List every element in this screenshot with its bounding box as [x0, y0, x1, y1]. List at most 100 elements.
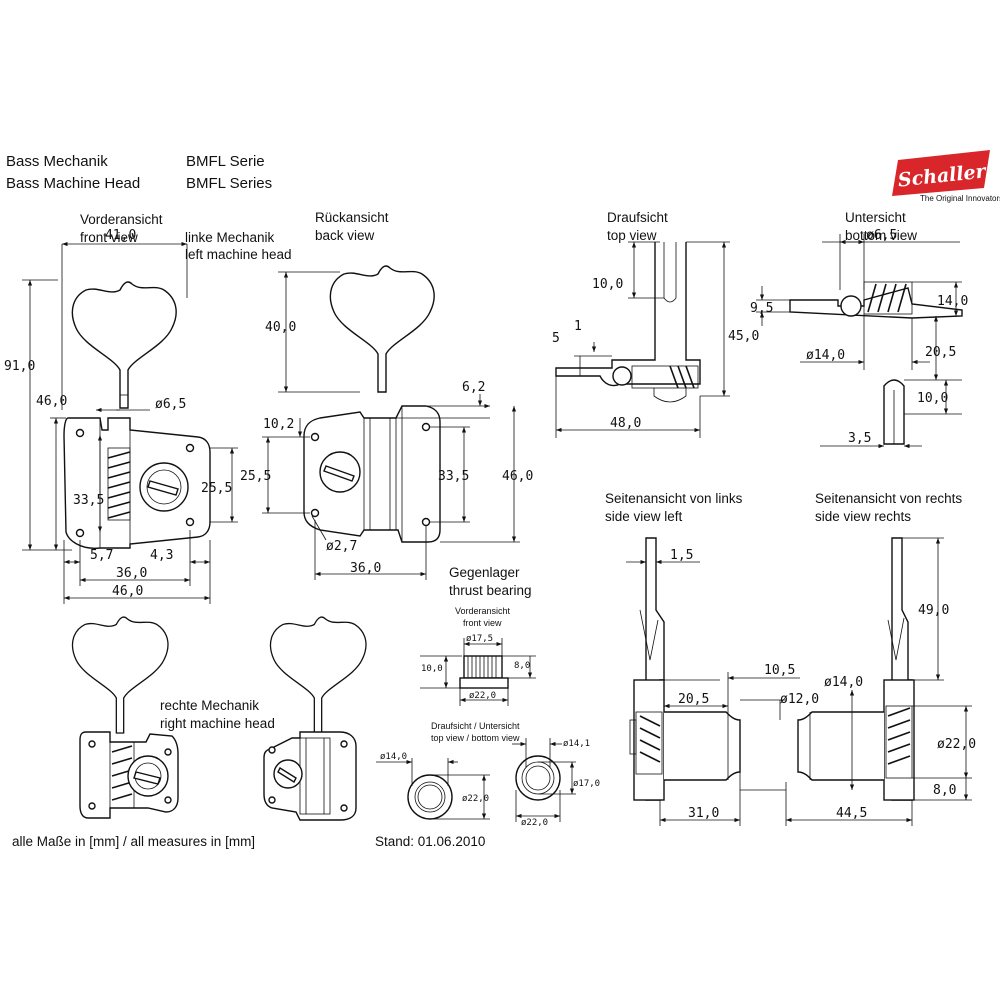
label-thrust-topbottom-de: Draufsicht / Untersicht: [431, 721, 520, 731]
dim-front-43: 4,3: [150, 548, 173, 563]
title-de: Bass Mechanik: [6, 153, 108, 170]
label-right-en: right machine head: [160, 716, 275, 731]
bottom-view-dimensions: ø6,5 9,5 14,0 ø14,0 20,5 10,0 3,5: [750, 228, 968, 449]
dim-bot-95: 9,5: [750, 301, 773, 316]
dim-sr-14: ø14,0: [824, 675, 863, 690]
dim-tb-22b: ø22,0: [462, 794, 489, 804]
dim-front-shaft: ø6,5: [155, 397, 186, 412]
series-de: BMFL Serie: [186, 153, 265, 170]
revision-date: Stand: 01.06.2010: [375, 834, 485, 849]
front-view-dimensions: 41,0 91,0 46,0 ø6,5 33,5 25,5 5,7 4,3 36…: [4, 228, 238, 604]
label-side-left-de: Seitenansicht von links: [605, 491, 743, 506]
label-bottom-de: Untersicht: [845, 210, 906, 225]
dim-front-width: 41,0: [105, 228, 136, 243]
front-key: [71, 281, 177, 409]
label-thrust-front-de: Vorderansicht: [455, 606, 511, 616]
dim-sl-205: 20,5: [678, 692, 709, 707]
back-key: [329, 265, 435, 393]
label-thrust-en: thrust bearing: [449, 583, 532, 598]
dim-sr-445: 44,5: [836, 806, 867, 821]
thrust-bearing-topbottom-dimensions: ø14,0 ø22,0 ø14,1 ø17,0 ø22,0: [376, 738, 600, 828]
back-view-drawing: [303, 265, 441, 543]
dim-tb-17: ø17,0: [573, 779, 600, 789]
top-view-drawing: [555, 242, 701, 403]
dim-tb-175: ø17,5: [466, 634, 493, 644]
title-en: Bass Machine Head: [6, 175, 140, 192]
series-en: BMFL Series: [186, 175, 272, 192]
dim-front-57: 5,7: [90, 548, 113, 563]
right-head-back-drawing: [263, 616, 367, 821]
units-note: alle Maße in [mm] / all measures in [mm]: [12, 834, 255, 849]
schaller-logo: Schaller The Original Innovators: [892, 150, 1000, 203]
right-back-key: [269, 616, 367, 734]
dim-bot-35: 3,5: [848, 431, 871, 446]
thrust-bearing-front-dimensions: ø17,5 10,0 8,0 ø22,0: [420, 634, 536, 706]
logo-tagline: The Original Innovators: [920, 194, 1000, 203]
bottom-view-drawing: [789, 281, 963, 445]
dim-tb-10: 10,0: [421, 664, 443, 674]
dim-sr-49: 49,0: [918, 603, 949, 618]
dim-back-36: 36,0: [350, 561, 381, 576]
dim-tb-141: ø14,1: [563, 739, 590, 749]
footer: alle Maße in [mm] / all measures in [mm]…: [12, 834, 485, 849]
dim-back-46: 46,0: [502, 469, 533, 484]
dim-bot-65: ø6,5: [866, 228, 897, 243]
top-view-dimensions: 10,0 45,0 5 1 48,0: [552, 241, 759, 438]
label-top-en: top view: [607, 228, 657, 243]
label-top-de: Draufsicht: [607, 210, 668, 225]
dim-bot-10: 10,0: [917, 391, 948, 406]
thrust-bearing-front-drawing: [459, 655, 509, 689]
dim-back-62: 6,2: [462, 380, 485, 395]
label-thrust-topbottom-en: top view / bottom view: [431, 733, 520, 743]
dim-tb-22c: ø22,0: [521, 818, 548, 828]
bottom-plate: [789, 287, 963, 319]
side-view-left-drawing: [629, 537, 741, 801]
label-front-en: front view: [80, 230, 138, 245]
label-thrust-front-en: front view: [463, 618, 502, 628]
label-back-en: back view: [315, 228, 375, 243]
back-plate: [303, 405, 441, 543]
side-left-shaft: [664, 711, 741, 781]
label-back-de: Rückansicht: [315, 210, 389, 225]
label-bottom-en: bottom view: [845, 228, 917, 243]
dim-front-height: 91,0: [4, 359, 35, 374]
dim-back-hole: ø2,7: [326, 539, 357, 554]
dim-front-plate: 46,0: [36, 394, 67, 409]
dim-sl-105: 10,5: [764, 663, 795, 678]
back-view-dimensions: 40,0 6,2 25,5 10,2 33,5 46,0 ø2,7 36,0: [240, 271, 533, 580]
side-view-right-dimensions: 49,0 ø14,0 ø22,0 8,0 44,5: [785, 537, 976, 826]
dim-top-45: 45,0: [728, 329, 759, 344]
dim-top-10: 10,0: [592, 277, 623, 292]
front-worm-hatch: [107, 451, 131, 519]
dim-back-335: 33,5: [438, 469, 469, 484]
label-side-right-de: Seitenansicht von rechts: [815, 491, 962, 506]
dim-front-46w: 46,0: [112, 584, 143, 599]
dim-front-36: 36,0: [116, 566, 147, 581]
label-side-left-en: side view left: [605, 509, 683, 524]
right-front-key: [71, 616, 169, 734]
dim-sl-31: 31,0: [688, 806, 719, 821]
right-back-plate: [263, 731, 357, 821]
dim-sl-15: 1,5: [670, 548, 693, 563]
header: Bass Mechanik Bass Machine Head BMFL Ser…: [6, 153, 272, 192]
label-left-en: left machine head: [185, 247, 292, 262]
side-right-shaft: [797, 711, 884, 781]
dim-tb-8: 8,0: [514, 661, 530, 671]
view-labels: Vorderansicht front view linke Mechanik …: [80, 210, 962, 743]
top-post: [555, 242, 701, 387]
front-view-drawing: [63, 281, 211, 549]
label-front-de: Vorderansicht: [80, 212, 163, 227]
dim-top-5: 5: [552, 331, 560, 346]
dim-sr-22: ø22,0: [937, 737, 976, 752]
label-side-right-en: side view rechts: [815, 509, 911, 524]
thrust-bearing-topbottom-drawing: [407, 755, 561, 820]
dim-back-40: 40,0: [265, 320, 296, 335]
dim-bot-205: 20,5: [925, 345, 956, 360]
logo-badge: [892, 150, 990, 196]
dim-front-side: 25,5: [201, 481, 232, 496]
dim-back-255: 25,5: [240, 469, 271, 484]
side-view-right-drawing: [797, 537, 915, 801]
label-left-de: linke Mechanik: [185, 230, 275, 245]
label-thrust-de: Gegenlager: [449, 565, 520, 580]
